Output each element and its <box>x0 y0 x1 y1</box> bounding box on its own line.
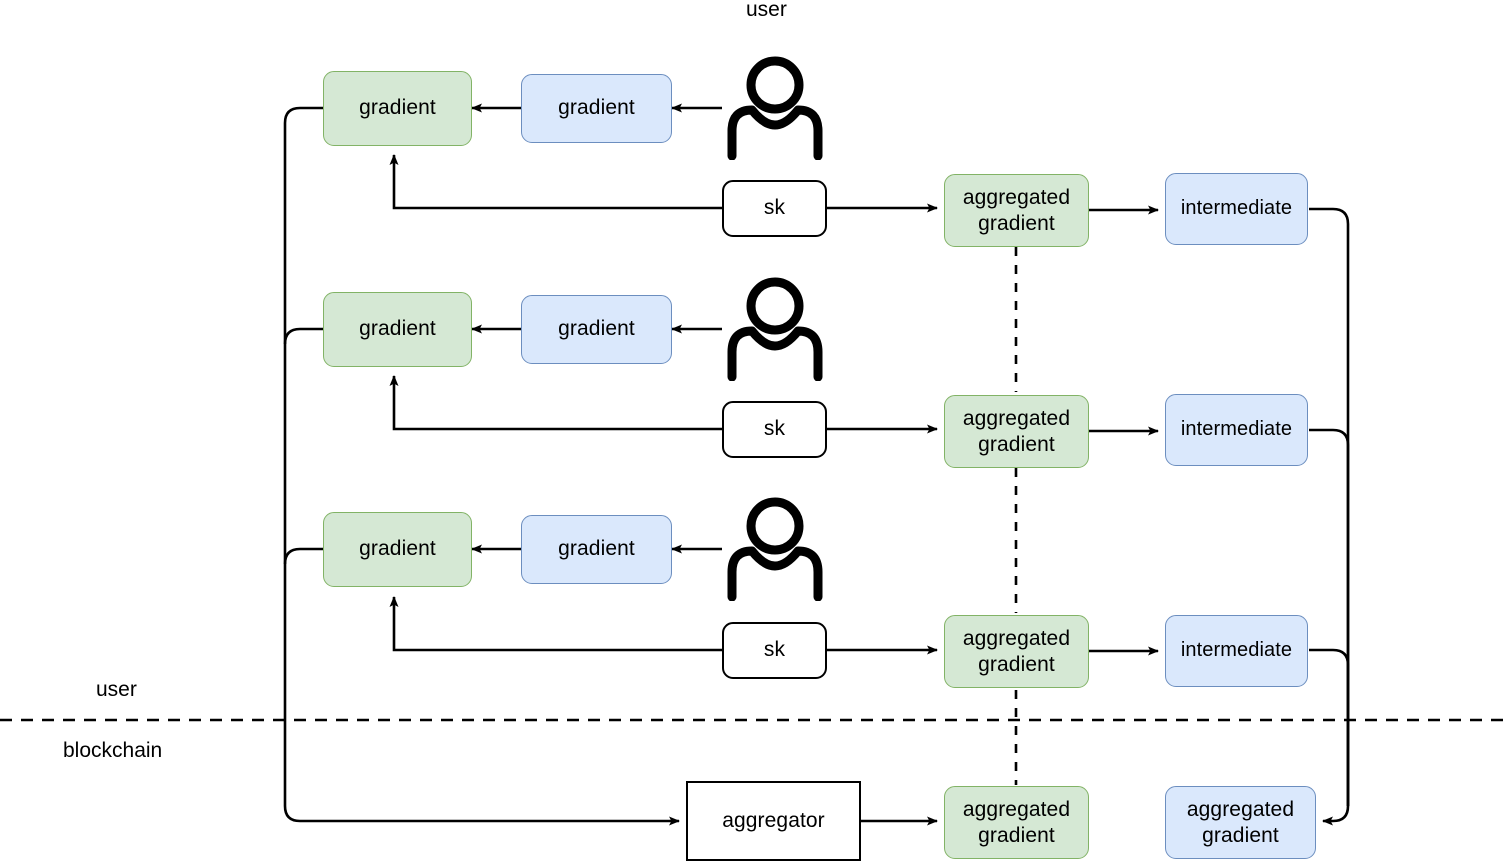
local-gradient-box-3[interactable]: gradient <box>323 512 472 587</box>
edge-left-bus-to-localgradient2 <box>283 327 323 345</box>
user-icon-3 <box>722 496 828 606</box>
secret-key-box-3[interactable]: sk <box>722 622 827 679</box>
edge-bus-to-aggregated-blue <box>1322 805 1350 826</box>
edge-sk3-to-localgradient3 <box>389 596 722 652</box>
top-user-label: user <box>746 0 787 21</box>
edge-left-bus-to-localgradient1 <box>283 106 323 124</box>
edge-sk2-to-localgradient2 <box>389 375 722 431</box>
shared-gradient-box-1[interactable]: gradient <box>521 74 672 143</box>
aggregator-box[interactable]: aggregator <box>686 781 861 861</box>
secret-key-box-2[interactable]: sk <box>722 401 827 458</box>
shared-gradient-box-2[interactable]: gradient <box>521 295 672 364</box>
secret-key-box-1[interactable]: sk <box>722 180 827 237</box>
edge-left-bus-to-aggregator <box>283 123 680 826</box>
edge-intermediate1-to-bus <box>1309 207 1350 806</box>
local-gradient-box-1[interactable]: gradient <box>323 71 472 146</box>
edge-intermediate2-to-bus <box>1309 428 1350 806</box>
edge-left-bus-to-localgradient3 <box>283 547 323 565</box>
shared-gradient-box-3[interactable]: gradient <box>521 515 672 584</box>
intermediate-box-2[interactable]: intermediate <box>1165 394 1308 466</box>
zone-label-user: user <box>96 678 137 701</box>
intermediate-box-1[interactable]: intermediate <box>1165 173 1308 245</box>
zone-label-blockchain: blockchain <box>63 739 163 762</box>
edge-sk1-to-localgradient1 <box>389 154 722 210</box>
intermediate-box-3[interactable]: intermediate <box>1165 615 1308 687</box>
edge-intermediate3-to-bus <box>1309 648 1350 806</box>
user-icon-1 <box>722 55 828 165</box>
local-gradient-box-2[interactable]: gradient <box>323 292 472 367</box>
user-icon-2 <box>722 276 828 386</box>
